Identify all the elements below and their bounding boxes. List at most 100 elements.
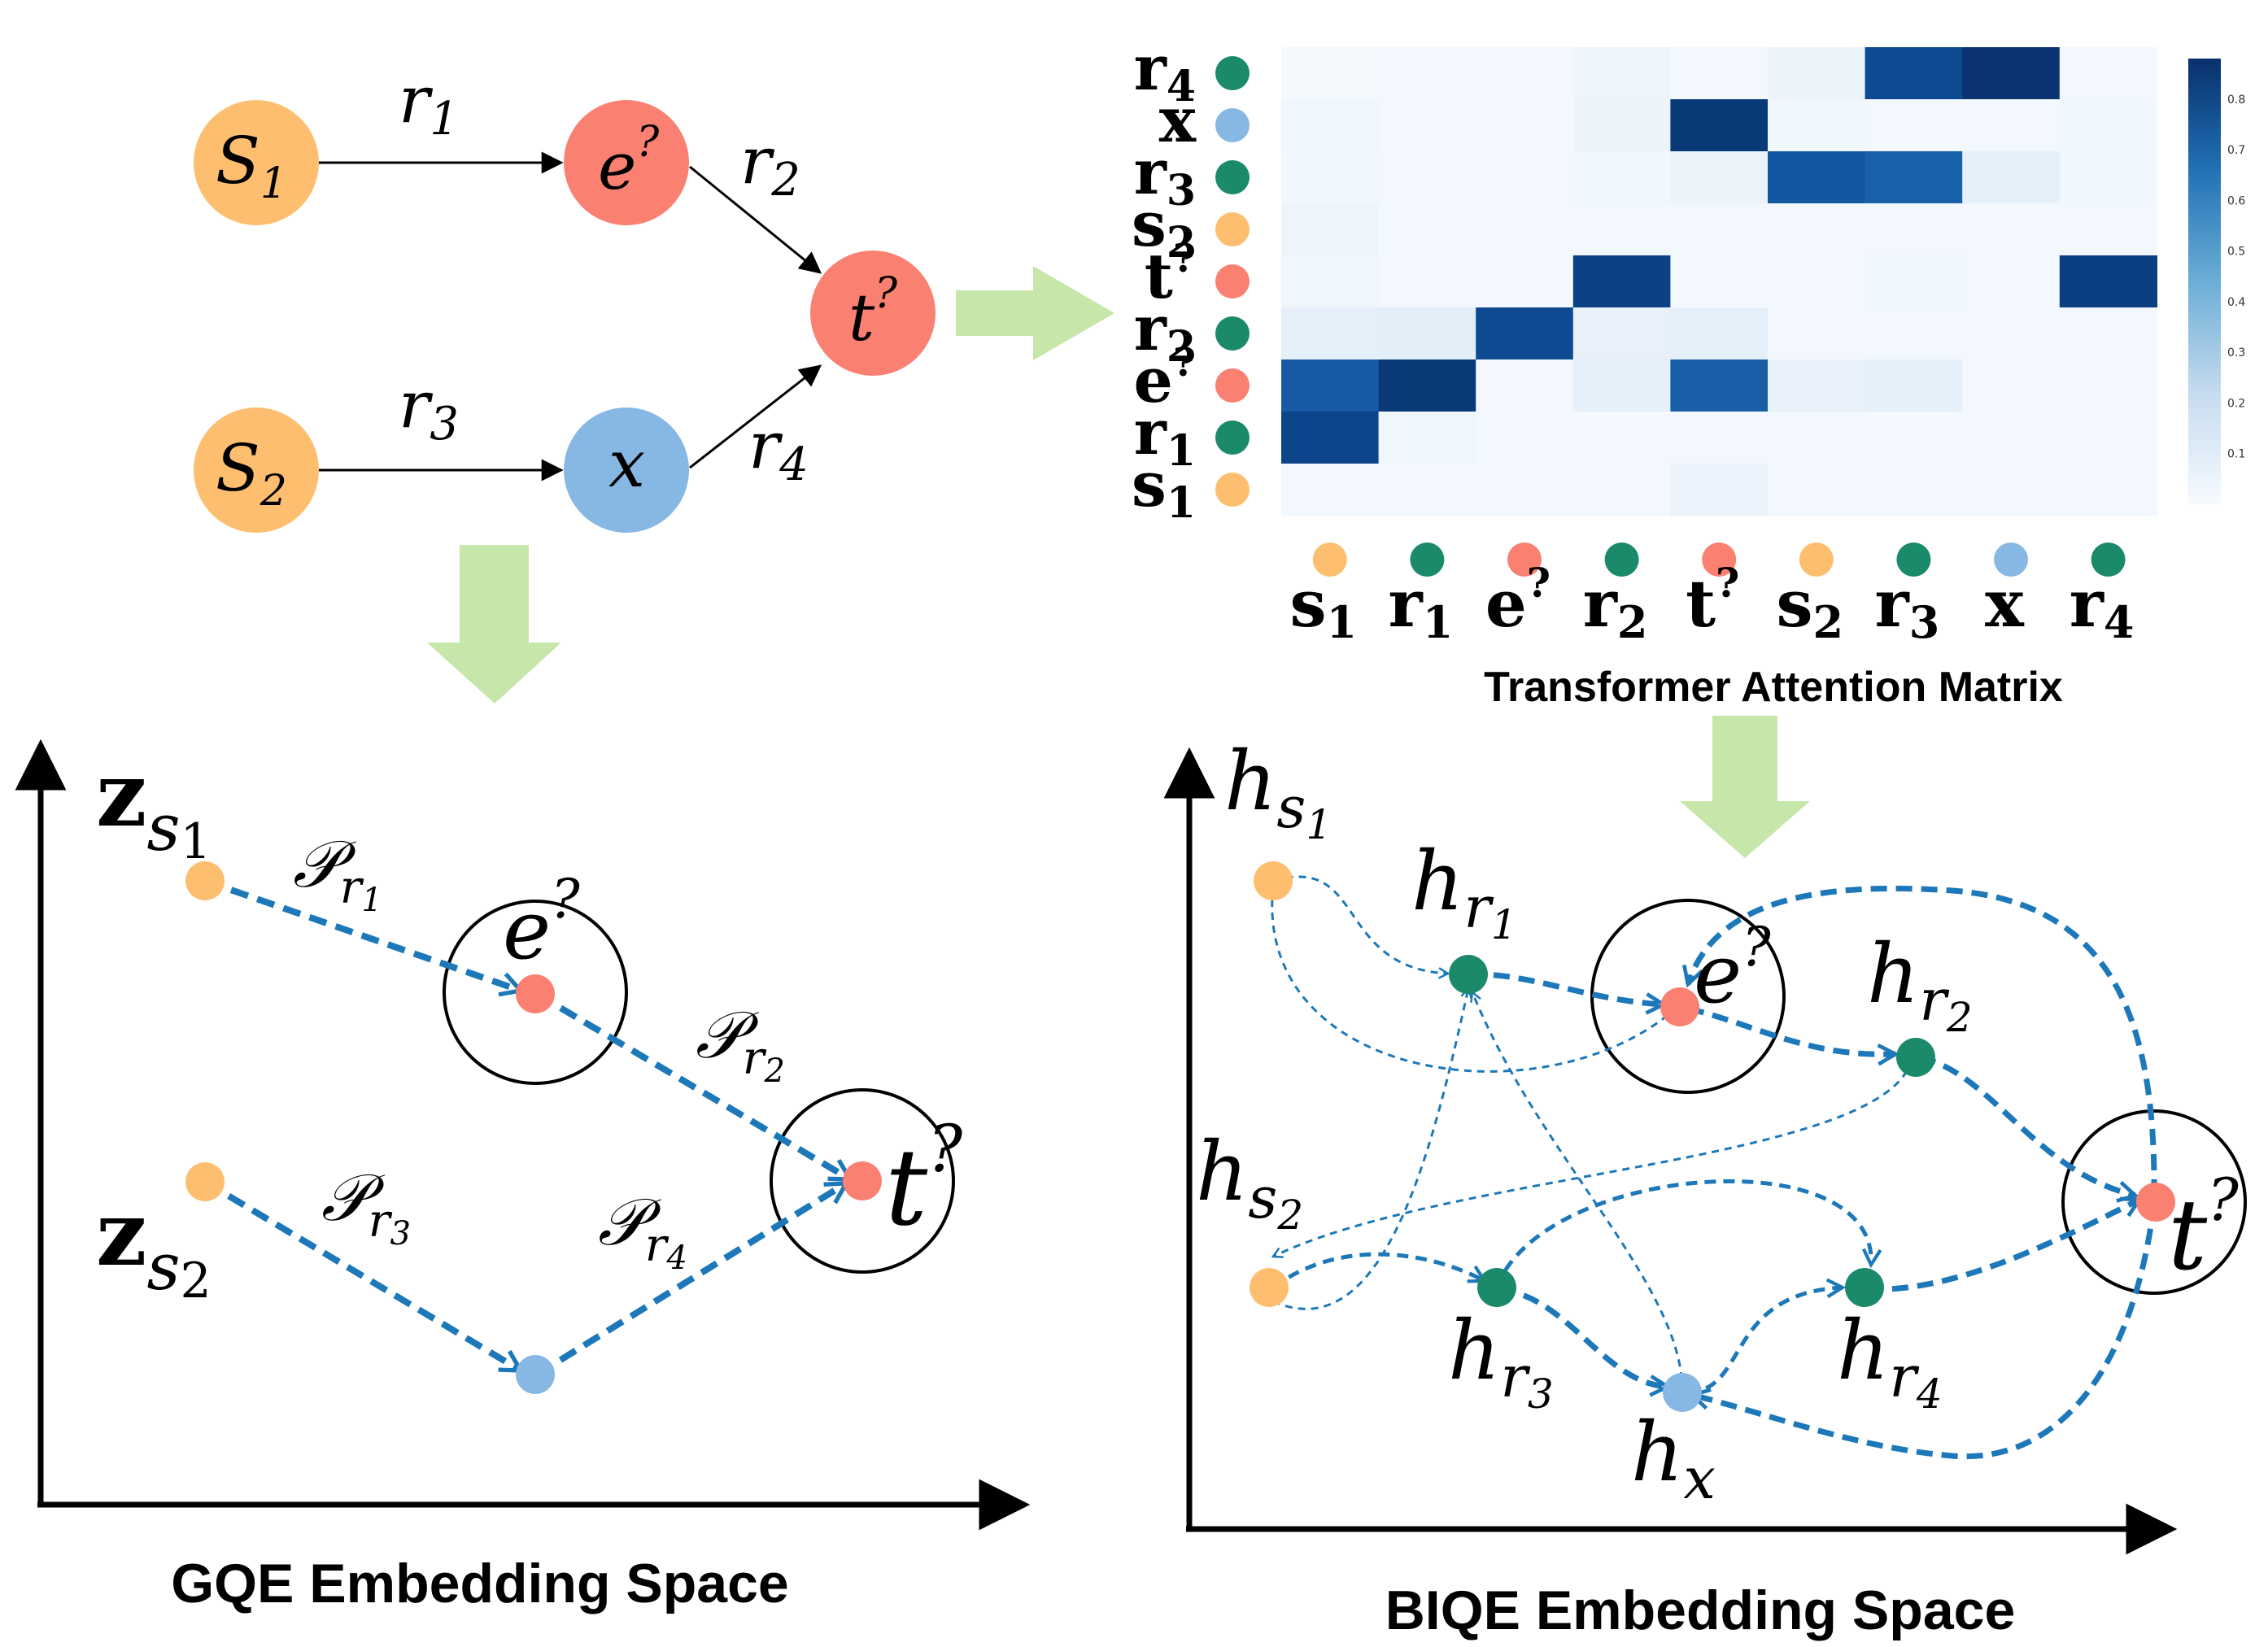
heatmap-cell: [1768, 359, 1866, 412]
heatmap-cell: [1670, 464, 1769, 516]
attention-title: Transformer Attention Matrix: [1484, 664, 2063, 711]
heatmap-cell: [1281, 255, 1380, 308]
heatmap-cell: [1281, 99, 1380, 152]
heatmap-cell: [1768, 464, 1866, 516]
colorbar-tick-label: 0.1: [2227, 448, 2245, 461]
col-label-dot: [1410, 542, 1445, 577]
heatmap-cell: [1572, 151, 1671, 204]
heatmap-cell: [1378, 359, 1476, 412]
biqe-label-e: e?: [1694, 916, 1771, 1022]
col-label: r2: [1583, 565, 1648, 648]
biqe-path-x-r4: [1687, 1288, 1843, 1395]
heatmap-cell: [1768, 151, 1866, 204]
gqe-label-z-s1: zs1: [96, 742, 212, 870]
heatmap-cell: [1962, 412, 2061, 464]
biqe-path-t-e: [1688, 885, 2157, 1196]
heatmap-cell: [2059, 307, 2157, 360]
heatmap-cell: [1962, 47, 2061, 100]
row-label: t?: [1145, 236, 1196, 312]
biqe-label-h-r3: hr3: [1448, 1303, 1554, 1418]
col-label: r3: [1875, 565, 1940, 648]
biqe-path-s1-e: [1271, 886, 1676, 1073]
row-label-dot: [1215, 316, 1250, 351]
gqe-path-r2: [534, 991, 850, 1183]
biqe-point-s1: [1254, 861, 1293, 900]
heatmap-cell: [1378, 412, 1476, 464]
heatmap-cell: [1281, 307, 1380, 360]
gqe-point-e: [516, 974, 555, 1013]
heatmap-cell: [1962, 203, 2061, 256]
heatmap-cell: [1670, 412, 1769, 464]
node-e: [564, 100, 689, 225]
gqe-panel: zs1 zs2 𝒫r1 𝒫r2 𝒫r3 𝒫r4 e? t? GQE Embedd…: [15, 739, 1031, 1614]
biqe-path-r3-r4: [1494, 1179, 1871, 1288]
colorbar-tick-label: 0.4: [2227, 296, 2245, 309]
heatmap-cell: [2059, 151, 2157, 204]
gqe-label-p-r3: 𝒫r3: [321, 1160, 411, 1253]
biqe-medium-paths: [1271, 1179, 1871, 1395]
heatmap-cell: [1378, 151, 1476, 204]
row-label: s2: [1132, 188, 1196, 268]
heatmap-cell: [1962, 255, 2061, 308]
col-label: t?: [1686, 559, 1739, 642]
node-t: [810, 251, 936, 376]
biqe-point-e: [1660, 987, 1699, 1026]
biqe-path-r2-s2: [1273, 1058, 1913, 1257]
col-label: e?: [1485, 559, 1551, 642]
gqe-point-s2: [185, 1162, 225, 1201]
row-label: x: [1159, 84, 1197, 156]
heatmap-cell: [1476, 412, 1574, 464]
heatmap-cell: [1670, 151, 1769, 204]
colorbar-tick-label: 0.5: [2227, 246, 2245, 259]
heatmap-cell: [2059, 47, 2157, 100]
biqe-point-t: [2136, 1183, 2175, 1222]
heatmap-cell: [2059, 203, 2157, 256]
col-label-dot: [1896, 542, 1931, 577]
heatmap-cell: [1572, 99, 1671, 152]
heatmap-cell: [2059, 99, 2157, 152]
gqe-path-r3: [203, 1179, 521, 1374]
biqe-point-r4: [1845, 1268, 1884, 1307]
node-s1: [194, 100, 319, 225]
biqe-thin-paths: [1271, 875, 1913, 1393]
heatmap-cell: [1281, 412, 1380, 464]
row-label: r3: [1134, 136, 1196, 216]
gqe-caption: GQE Embedding Space: [171, 1553, 789, 1614]
heatmap-cell: [1572, 203, 1671, 256]
gqe-circle-t: [770, 1088, 955, 1274]
col-label-dot: [1507, 542, 1542, 577]
heatmap-cell: [1962, 99, 2061, 152]
heatmap-cell: [1281, 359, 1380, 412]
heatmap-cell: [1768, 412, 1866, 464]
heatmap-cell: [1572, 47, 1671, 100]
gqe-path-r1: [203, 878, 521, 991]
row-label: r1: [1134, 396, 1196, 476]
attention-heatmap: [1281, 47, 2157, 516]
heatmap-cell: [1378, 307, 1476, 360]
colorbar-tick-label: 0.7: [2227, 144, 2245, 157]
biqe-point-s2: [1250, 1268, 1289, 1307]
col-label-dot: [1604, 542, 1639, 577]
biqe-path-r2-t: [1919, 1054, 2135, 1196]
row-label: r4: [1134, 32, 1196, 111]
biqe-path-r3-x: [1498, 1286, 1668, 1387]
col-label: r1: [1389, 565, 1454, 648]
heatmap-cell: [1476, 359, 1574, 412]
colorbar-ticks: 0.80.70.60.50.40.30.20.1: [2227, 94, 2245, 461]
heatmap-cell: [1378, 255, 1476, 308]
heatmap-cell: [1865, 412, 1963, 464]
row-label: e?: [1134, 340, 1196, 416]
heatmap-cell: [2059, 255, 2157, 308]
heatmap-cell: [1865, 151, 1963, 204]
heatmap-cell: [1865, 464, 1963, 516]
gqe-label-t: t?: [885, 1111, 963, 1249]
row-label: r2: [1134, 292, 1196, 372]
biqe-point-r2: [1896, 1038, 1935, 1077]
biqe-path-s1-r1: [1272, 875, 1448, 974]
heatmap-cell: [1962, 464, 2061, 516]
colorbar-tick-label: 0.3: [2227, 346, 2245, 359]
heatmap-cell: [1281, 203, 1380, 256]
heatmap-cell: [1378, 203, 1476, 256]
